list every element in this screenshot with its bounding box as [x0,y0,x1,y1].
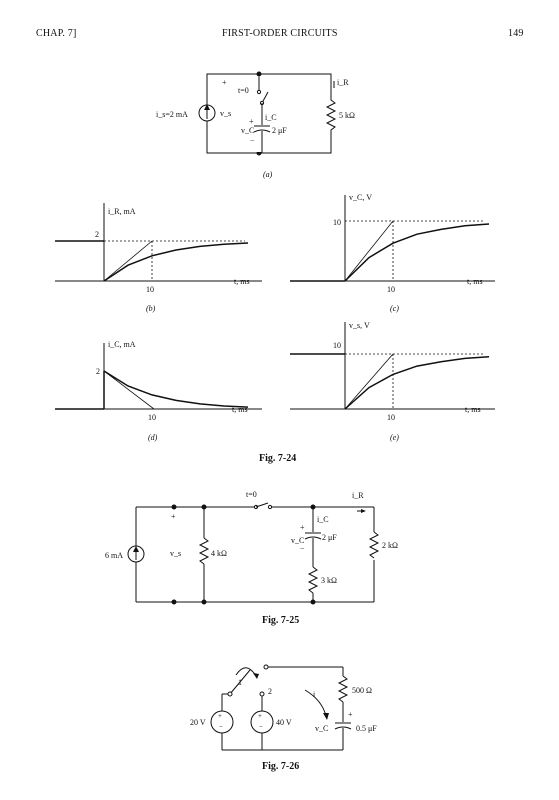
fig25-source-label: 6 mA [105,551,123,560]
fig24b-xlabel: t, ms [234,277,250,286]
fig24a-switch-label: t=0 [238,86,249,95]
fig24a-vc-label: v_C [241,126,254,135]
fig24e-ylabel: v_s, V [349,321,370,330]
fig24a-resistor [325,95,337,135]
series-line-d [103,370,249,408]
caption-fig26: Fig. 7-26 [262,761,300,772]
fig26-cap-label: 0.5 μF [356,724,377,733]
fig24c-xlabel: t, ms [467,277,483,286]
fig26-v2-label: 40 V [276,718,292,727]
fig24b-ytick: 2 [95,230,99,239]
fig24e-xlabel: t, ms [465,405,481,414]
fig24a-vs-label: v_s [220,109,231,118]
fig26-circuit [210,664,352,751]
caption-fig25: Fig. 7-25 [262,615,300,626]
fig25-cap-label: 2 μF [322,533,337,542]
chapter-label: CHAP. 7] [36,28,77,39]
fig24a-panel-label: (a) [263,170,273,179]
series-line-e [344,356,490,410]
fig26-i-label: i [313,690,316,699]
fig24a-circuit [198,71,337,156]
fig24c-xtick: 10 [387,285,395,294]
series-line-b [103,242,249,282]
fig25-switch-label: t=0 [246,490,257,499]
fig26-current-arrow [304,689,327,717]
fig26-v1-minus: − [219,723,223,731]
fig25-r2-label: 3 kΩ [321,576,337,585]
fig25-r3-label: 2 kΩ [382,541,398,550]
fig24d-plot [55,343,262,410]
fig25-cap-plus: + [300,523,305,532]
fig26-v1-sign: + [218,712,222,720]
fig25-circuit [127,502,380,605]
fig24e-xtick: 10 [387,413,395,422]
fig26-v2-sign: + [258,712,262,720]
fig25-plus: + [171,512,176,521]
fig25-resistor-4k [198,537,210,565]
page-number: 149 [508,28,524,39]
fig24e-panel-label: (e) [390,433,399,442]
fig26-pos2-label: 2 [268,687,272,696]
fig26-v2-minus: − [259,723,263,731]
fig25-ir-label: i_R [352,491,364,500]
fig24b-plot [55,203,262,282]
fig24e-plot [290,322,495,410]
fig26-cap-plus: + [348,710,353,719]
fig25-r1-label: 4 kΩ [211,549,227,558]
fig25-resistor-3k [307,566,319,594]
caption-fig24: Fig. 7-24 [259,453,297,464]
fig25-vc-label: v_C [291,536,304,545]
fig26-vc-label: v_C [315,724,328,733]
fig24a-ir-label: i_R [337,78,349,87]
fig24c-plot [290,195,495,282]
running-title: FIRST-ORDER CIRCUITS [222,28,338,39]
fig26-resistor [337,675,349,703]
fig24e-ytick: 10 [333,341,341,350]
fig24a-source-label: i_s=2 mA [156,110,188,119]
fig24c-ytick: 10 [333,218,341,227]
fig24b-ylabel: i_R, mA [108,207,136,216]
fig24a-ic-label: i_C [265,113,277,122]
fig24a-plus: + [222,78,227,87]
fig25-switch [255,502,269,508]
fig26-res-label: 500 Ω [352,686,372,695]
fig24a-cap-label: 2 μF [272,126,287,135]
fig26-v1-label: 20 V [190,718,206,727]
fig24b-panel-label: (b) [146,304,156,313]
fig24d-panel-label: (d) [148,433,158,442]
fig24a-res-label: 5 kΩ [339,111,355,120]
fig24d-ylabel: i_C, mA [108,340,136,349]
fig24d-xlabel: t, ms [232,405,248,414]
fig25-ic-label: i_C [317,515,329,524]
series-line-c [344,223,490,282]
fig25-vs-label: v_s [170,549,181,558]
fig26-switch [229,669,251,695]
fig24d-xtick: 10 [148,413,156,422]
fig24d-ytick: 2 [96,367,100,376]
fig25-cap-minus: − [300,544,305,553]
fig24c-ylabel: v_C, V [349,193,372,202]
fig25-resistor-2k [368,531,380,559]
fig24a-cap-minus: − [250,136,255,145]
fig26-pos1-label: 1 [238,678,242,687]
fig24b-xtick: 10 [146,285,154,294]
fig24c-panel-label: (c) [390,304,399,313]
fig24a-cap-plus: + [249,117,254,126]
